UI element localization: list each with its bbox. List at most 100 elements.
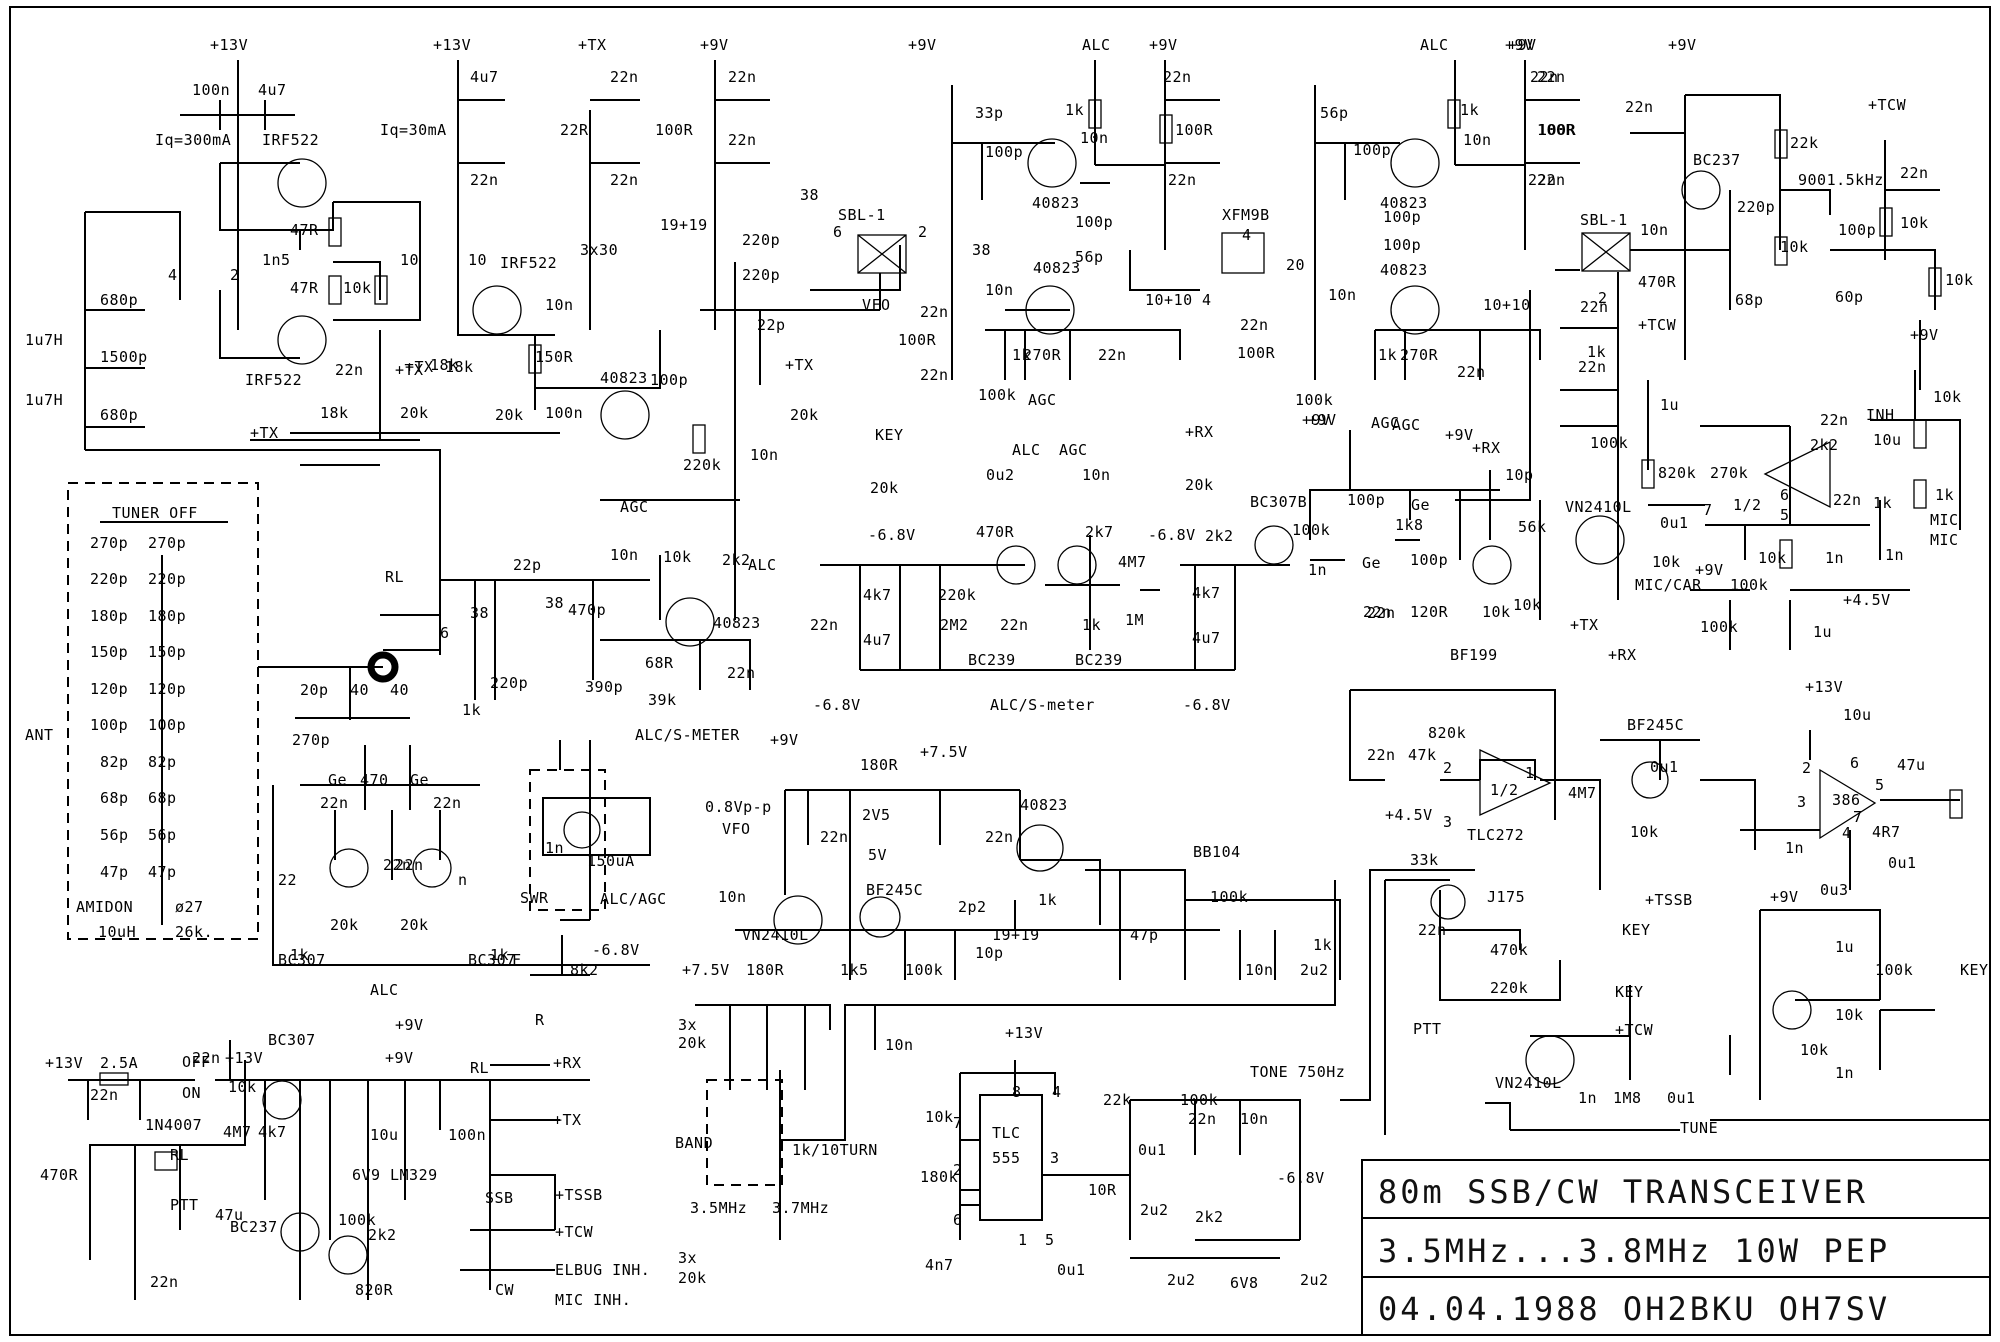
- if1-label: 100R: [898, 331, 937, 349]
- swr-label: 22: [278, 871, 297, 889]
- if1-label: 100R: [1175, 121, 1214, 139]
- band-label: 20k: [678, 1269, 707, 1287]
- tone-label: 2u2: [1300, 1271, 1329, 1289]
- pa-label: 1n5: [262, 251, 291, 269]
- agc-label: 1n: [1308, 561, 1327, 579]
- bc239-b-symbol: [1057, 545, 1097, 585]
- mic-label: 100k: [1700, 618, 1738, 636]
- band-switch-box: [706, 1079, 783, 1186]
- irf522-driver-symbol: [472, 285, 522, 335]
- bc307-swr-b-symbol: [412, 848, 452, 888]
- af-label: 5: [1875, 776, 1885, 794]
- if1-label: 10n: [1080, 129, 1109, 147]
- tone-label: 10R: [1088, 1181, 1117, 1199]
- bfo-label: BC237: [1693, 151, 1741, 169]
- relay-coil: [154, 1151, 178, 1171]
- power-label: +TSSB: [555, 1186, 603, 1204]
- swr-label: 1k: [462, 701, 481, 719]
- tone-label: 5: [1045, 1231, 1055, 1249]
- pa-label: 22n: [335, 361, 364, 379]
- tuner-label: 220p: [90, 570, 128, 588]
- if2-label: 100R: [1237, 344, 1276, 362]
- driver-label: 10n: [545, 296, 574, 314]
- driver-label: 22n: [470, 171, 499, 189]
- af-label: 820k: [1428, 724, 1466, 742]
- vfo-label: 22n: [985, 828, 1014, 846]
- vfo-label: VN2410L: [742, 926, 809, 944]
- key-label: 0u1: [1667, 1089, 1696, 1107]
- tone-label: 2: [953, 1161, 963, 1179]
- tuner-label: 47p: [100, 863, 129, 881]
- bfo-label: 22n: [1580, 298, 1609, 316]
- tone-label: 7: [953, 1114, 963, 1132]
- premix-label: 100p: [650, 371, 688, 389]
- key-label: 220k: [1490, 979, 1528, 997]
- power-label: 22n: [192, 1049, 221, 1067]
- power-label: 4k7: [258, 1123, 287, 1141]
- if1-label: 22n: [1098, 346, 1127, 364]
- band-label: BAND: [675, 1134, 713, 1152]
- af-label: +RX: [1608, 646, 1637, 664]
- current-transformer-toroid: [367, 651, 399, 683]
- power-label: 10k: [228, 1078, 257, 1096]
- agc-label: -6.8V: [868, 526, 916, 544]
- if1-label: 22n: [920, 366, 949, 384]
- swr-label: 20k: [400, 916, 429, 934]
- key-label: 10k: [1800, 1041, 1829, 1059]
- meter-box: [529, 769, 606, 911]
- af-label: 3: [1797, 793, 1807, 811]
- af-label: 0u1: [1650, 758, 1679, 776]
- vfo-label: 1k: [1038, 891, 1057, 909]
- mic-label: +9V: [1695, 561, 1724, 579]
- af-label: 1n: [1785, 839, 1804, 857]
- if1-label: 40823: [1033, 259, 1081, 277]
- power-label: LM329: [390, 1166, 438, 1184]
- premix-label: VFO: [862, 296, 891, 314]
- power-label: +13V: [225, 1049, 263, 1067]
- bc307-swr-a-symbol: [329, 848, 369, 888]
- key-label: VN2410L: [1495, 1074, 1562, 1092]
- tuner-label: 270p: [90, 534, 128, 552]
- agc-label: ALC: [748, 556, 777, 574]
- bfo-label: 60p: [1835, 288, 1864, 306]
- mic-label: 56k: [1518, 518, 1547, 536]
- swr-label: BC307: [468, 951, 516, 969]
- tone-label: 3: [1050, 1149, 1060, 1167]
- if2-label: 10n: [1328, 286, 1357, 304]
- tuner-label: 100p: [90, 716, 128, 734]
- tuner-label: 120p: [90, 680, 128, 698]
- power-label: 6V9: [352, 1166, 381, 1184]
- af-label: 2: [1802, 759, 1812, 777]
- tone-label: 22k: [1103, 1091, 1132, 1109]
- af-label: BF245C: [1627, 716, 1684, 734]
- xfm9b-filter: [1221, 232, 1265, 274]
- agc-label: AGC: [1059, 441, 1088, 459]
- key-label: TUNE: [1680, 1119, 1718, 1137]
- driver-label: 10: [468, 251, 487, 269]
- swr-label: 22n: [433, 794, 462, 812]
- drawing-border: [9, 6, 1991, 1336]
- swr-label: 22n: [320, 794, 349, 812]
- af-label: 6: [1850, 754, 1860, 772]
- premix-label: 40823: [600, 369, 648, 387]
- vn2410l-ptt-symbol: [1525, 1035, 1575, 1085]
- bfo-label: 470R: [1638, 273, 1677, 291]
- rxmix-label: 220p: [490, 674, 528, 692]
- wiring: [67, 60, 1990, 1300]
- bfo-label: 68p: [1735, 291, 1764, 309]
- tuner-label: 26k.: [175, 923, 213, 941]
- premix-label: 220k: [683, 456, 721, 474]
- if1-label: 33p: [975, 104, 1004, 122]
- tuner-label: 150p: [90, 643, 128, 661]
- swr-label: n: [458, 871, 468, 889]
- fuse-2a5: [99, 1072, 129, 1086]
- agc-label: Ge: [1362, 554, 1381, 572]
- power-label: OFF: [182, 1053, 211, 1071]
- power-label: PTT: [170, 1196, 199, 1214]
- tuner-label: 10uH: [98, 923, 136, 941]
- tone-label: +13V: [1005, 1024, 1043, 1042]
- if1-label: 22n: [920, 303, 949, 321]
- agc-label: BC307B: [1250, 493, 1307, 511]
- tuner-label: TUNER OFF: [112, 504, 198, 522]
- bfo-label: 2: [1598, 289, 1608, 307]
